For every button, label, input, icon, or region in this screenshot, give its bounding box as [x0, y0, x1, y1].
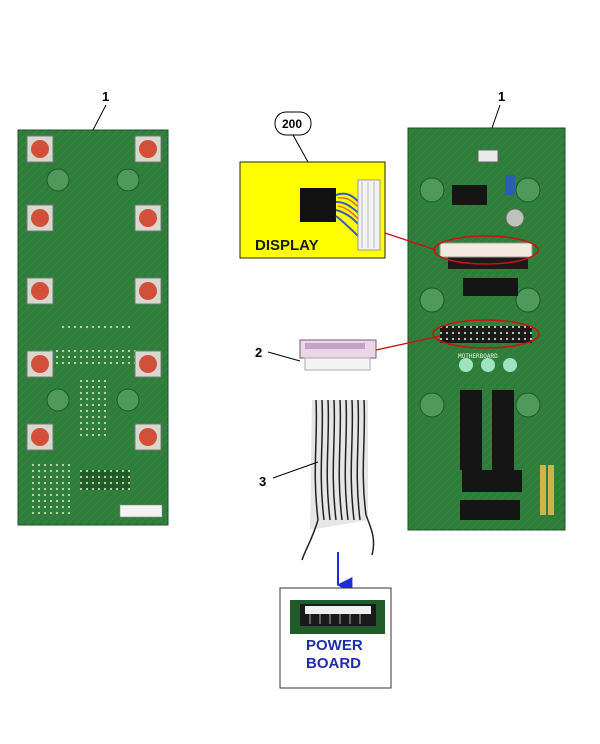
display-cable-box: DISPLAY — [239, 161, 386, 259]
right-callout-leader — [491, 104, 501, 129]
right-motherboard: MOTHERBOARD — [407, 127, 566, 531]
keypad-button — [26, 423, 54, 451]
power-label-line1: POWER — [306, 637, 363, 654]
keypad-button — [26, 204, 54, 232]
left-callout-leader — [92, 104, 107, 131]
power-board-box: POWER BOARD — [279, 587, 392, 689]
power-label-line2: BOARD — [306, 655, 361, 672]
callout-2: 2 — [255, 345, 262, 360]
callout-2-leader — [267, 351, 301, 362]
keypad-button — [134, 277, 162, 305]
keypad-button — [26, 277, 54, 305]
callout-1-right: 1 — [498, 89, 505, 104]
ribbon-connector-highlight — [432, 319, 540, 349]
ribbon-connector — [299, 339, 377, 371]
left-board-buttons — [26, 135, 162, 451]
keypad-button — [26, 135, 54, 163]
motherboard-silkscreen: MOTHERBOARD — [458, 353, 498, 360]
keypad-button — [134, 423, 162, 451]
keypad-button — [134, 135, 162, 163]
connector-pointer-line — [375, 335, 441, 351]
keypad-button — [134, 350, 162, 378]
keypad-button — [26, 350, 54, 378]
callout-3-leader — [272, 461, 319, 479]
left-keypad-board — [17, 129, 169, 526]
callout-200: 200 — [282, 117, 302, 131]
callout-1-left: 1 — [102, 89, 109, 104]
ribbon-cable — [301, 399, 375, 561]
keypad-button — [134, 204, 162, 232]
callout-3: 3 — [259, 474, 266, 489]
display-label: DISPLAY — [255, 237, 319, 254]
display-pointer-line — [384, 232, 437, 251]
callout-200-leader — [292, 134, 309, 163]
